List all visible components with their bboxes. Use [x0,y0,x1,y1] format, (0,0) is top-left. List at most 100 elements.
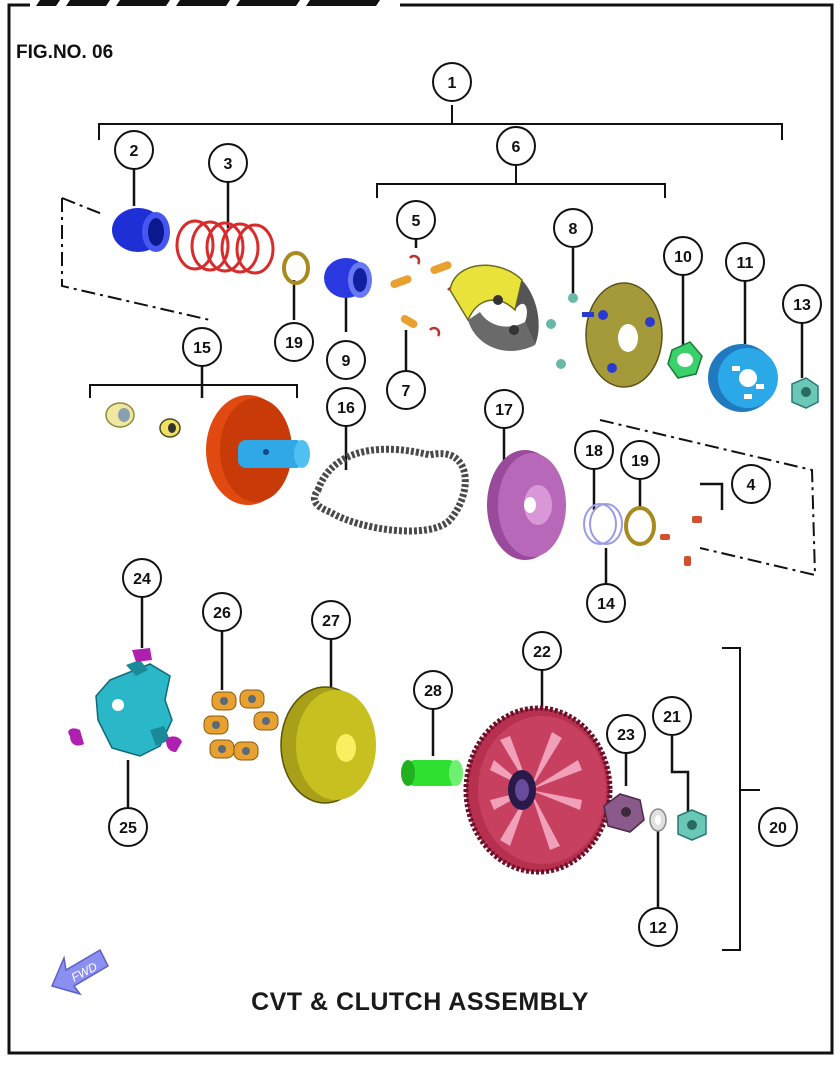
part-2-collar [112,208,170,252]
callout-label: 20 [769,820,787,837]
figure-title: CVT & CLUTCH ASSEMBLY [251,988,589,1016]
callout-23: 23 [606,714,646,754]
callout-circle [606,714,646,754]
callout-circle [574,430,614,470]
callout-circle [122,558,162,598]
part-10-nut-hole [677,353,693,367]
callout-label: 17 [495,402,513,419]
callout-19: 19 [620,440,660,480]
callout-label: 2 [130,143,139,160]
callout-21: 21 [652,696,692,736]
callout-circle [782,284,822,324]
callout-circle [638,907,678,947]
callout-circle [496,126,536,166]
part-18-ring [583,503,617,545]
part-21-nut [677,809,707,841]
callout-circle [311,600,351,640]
callout-13: 13 [782,284,822,324]
callout-circle [108,807,148,847]
callout-5: 5 [396,200,436,240]
callout-15: 15 [182,327,222,367]
callout-circle [413,670,453,710]
callout-24: 24 [122,558,162,598]
callout-label: 8 [569,221,578,238]
brand-logo-strip [36,0,380,6]
bracket-15 [89,384,298,398]
callout-28: 28 [413,670,453,710]
callout-label: 25 [119,820,137,837]
callout-14: 14 [586,583,626,623]
callout-18: 18 [574,430,614,470]
callout-circle [484,389,524,429]
callout-9: 9 [326,340,366,380]
page-frame [7,0,834,1055]
callout-12: 12 [638,907,678,947]
part-4-bolts [660,516,702,566]
callout-label: 11 [737,255,754,272]
callout-label: 19 [285,335,303,352]
callout-circle [326,387,366,427]
callout-4: 4 [731,464,771,504]
callout-label: 27 [322,613,340,630]
callout-16: 16 [326,387,366,427]
callout-circle [208,143,248,183]
bracket-6 [376,183,666,198]
callout-label: 4 [747,477,756,494]
part-27-movable-face [280,686,376,804]
callout-label: 6 [512,139,521,156]
callout-label: 10 [674,249,692,266]
part-3-spring [175,219,275,275]
callout-7: 7 [386,370,426,410]
callout-circle [202,592,242,632]
bracket-1 [98,123,783,140]
callout-circle [432,62,472,102]
callout-circle [758,807,798,847]
boundary-lines [61,197,817,577]
callout-label: 12 [649,920,667,937]
part-8-pins [546,293,578,369]
part-clutch-plate [582,282,663,388]
callout-circle [386,370,426,410]
callout-circle [620,440,660,480]
callout-circle [114,130,154,170]
part-19-ring-upper [282,251,310,285]
part-26-rollers [203,689,279,761]
callout-19: 19 [274,322,314,362]
callout-label: 21 [663,709,681,726]
callout-circle [652,696,692,736]
callout-label: 9 [342,353,351,370]
callout-circle [182,327,222,367]
callout-22: 22 [522,631,562,671]
callout-label: 28 [424,683,442,700]
callout-label: 22 [533,644,551,661]
part-28-collar [401,760,463,786]
part-23-nut [603,793,645,833]
callout-label: 5 [412,213,421,230]
assembly-brackets [89,105,783,951]
callout-circle [731,464,771,504]
callout-label: 24 [133,571,151,588]
callout-17: 17 [484,389,524,429]
callout-circle [553,208,593,248]
callout-circle [586,583,626,623]
callout-20: 20 [758,807,798,847]
part-24-sliders [68,648,182,752]
callout-27: 27 [311,600,351,640]
callout-circle [725,242,765,282]
part-15-drive-assembly [105,395,310,505]
part-19-ring-lower [624,506,656,546]
callout-label: 19 [631,453,649,470]
callout-label: 26 [213,605,231,622]
part-22-fan-face [463,705,613,875]
part-25-variator [95,660,173,757]
callout-label: 7 [402,383,411,400]
part-16-belt [310,445,469,535]
part-5-7-springs [390,254,459,337]
callout-label: 14 [597,596,615,613]
part-17-driven-face [487,450,566,560]
callout-label: 16 [337,400,355,417]
callout-label: 23 [617,727,635,744]
